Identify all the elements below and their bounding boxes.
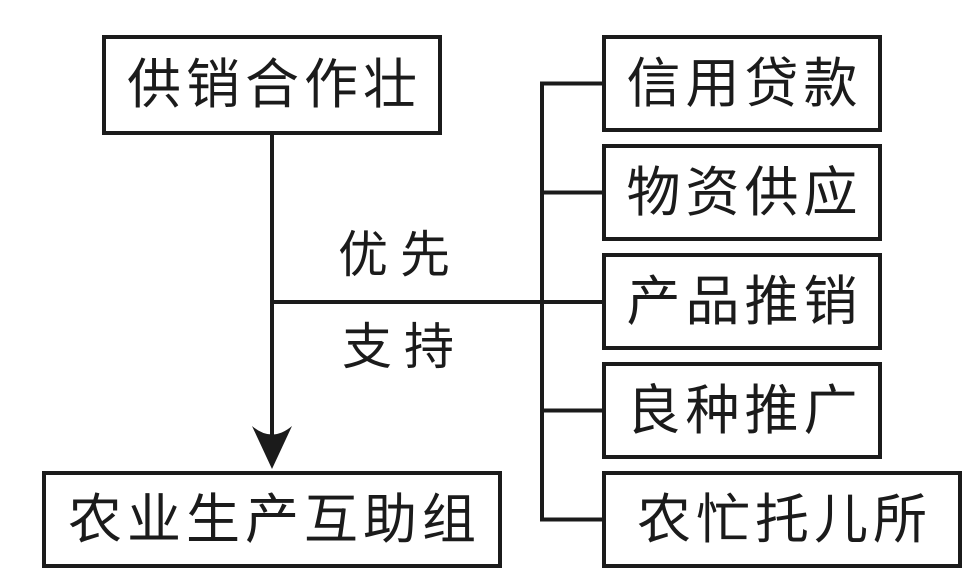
branch-node-busy-season-nursery: 农忙托儿所 xyxy=(602,471,962,568)
branch-bus-line xyxy=(540,81,602,522)
branch-label: 信用贷款 xyxy=(626,53,863,114)
down-arrow-icon xyxy=(252,426,292,469)
branch-label: 农忙托儿所 xyxy=(637,489,932,550)
mutual-aid-group-node: 农业生产互助组 xyxy=(42,471,502,568)
branch-node-product-marketing: 产品推销 xyxy=(602,253,882,350)
branch-node-seed-promotion: 良种推广 xyxy=(602,362,882,459)
branch-label: 物资供应 xyxy=(626,162,863,223)
mutual-aid-group-label: 农业生产互助组 xyxy=(68,489,481,550)
branch-label: 产品推销 xyxy=(626,271,863,332)
branch-node-credit-loans: 信用贷款 xyxy=(602,35,882,132)
supply-coop-node: 供销合作壮 xyxy=(102,35,442,135)
edge-label-top: 优先 xyxy=(338,227,462,283)
branch-node-material-supply: 物资供应 xyxy=(602,144,882,241)
supply-coop-label: 供销合作壮 xyxy=(127,55,422,115)
edge-label-bottom: 支持 xyxy=(342,319,466,375)
branch-label: 良种推广 xyxy=(626,380,863,441)
